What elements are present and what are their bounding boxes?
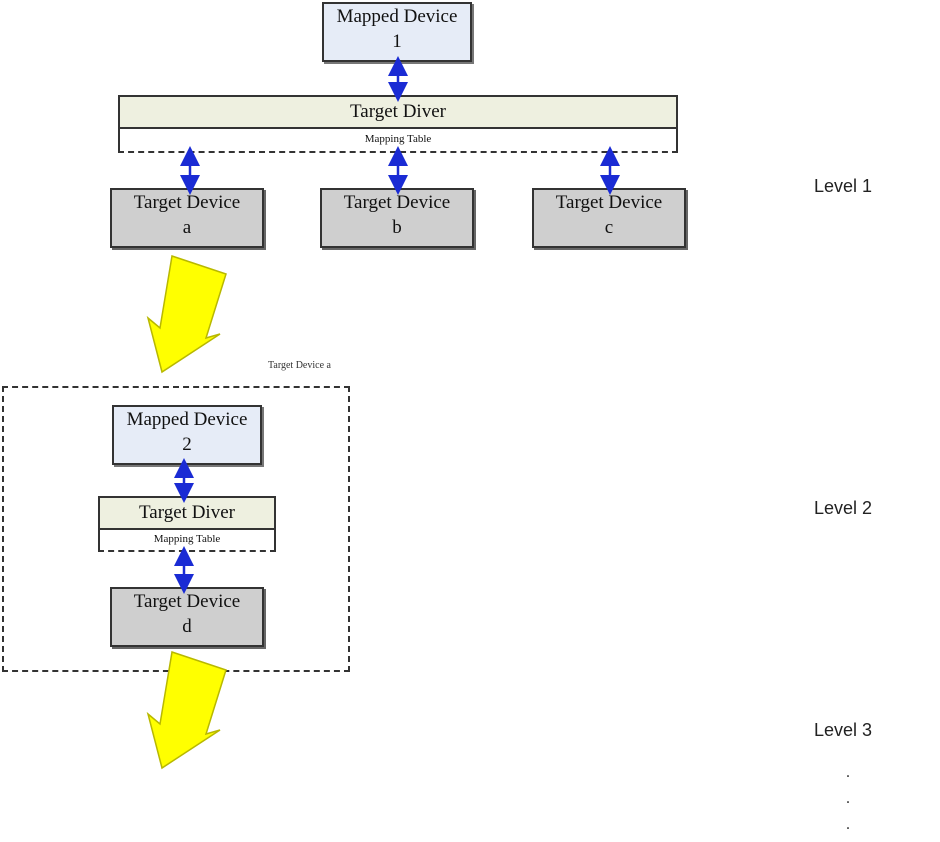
target-driver-1-label: Target Diver [350,101,446,122]
target-device-b-letter: b [392,217,402,238]
target-driver-2-label: Target Diver [139,502,235,523]
target-driver-1: Target Diver [118,95,678,129]
expand-arrow-level1-to-level2 [146,255,227,374]
target-device-d-title: Target Device [133,591,241,612]
target-device-b: Target Device b [320,188,474,248]
mapped-device-1-number: 1 [392,31,402,52]
target-device-d-letter: d [182,616,192,637]
target-device-c: Target Device c [532,188,686,248]
mapped-device-1-title: Mapped Device [336,6,458,27]
target-device-a-letter: a [182,217,192,238]
mapped-device-2: Mapped Device 2 [112,405,262,465]
mapping-table-2-label: Mapping Table [153,533,221,545]
group-label-target-device-a: Target Device a [268,360,331,371]
target-device-c-letter: c [604,217,614,238]
target-device-a-title: Target Device [133,192,241,213]
expand-arrow-level2-to-level3 [146,651,227,770]
continuation-dot-3: . [846,816,850,833]
mapping-table-1: Mapping Table [118,129,678,153]
target-device-c-title: Target Device [555,192,663,213]
continuation-dot-2: . [846,790,850,807]
mapped-device-2-title: Mapped Device [126,409,248,430]
mapped-device-1: Mapped Device 1 [322,2,472,62]
mapping-table-1-label: Mapping Table [364,133,432,145]
level-2-label: Level 2 [814,498,873,518]
mapped-device-2-number: 2 [182,434,192,455]
target-device-b-title: Target Device [343,192,451,213]
level-3-label: Level 3 [814,720,873,740]
continuation-dot-1: . [846,764,850,781]
level-1-label: Level 1 [814,176,873,196]
